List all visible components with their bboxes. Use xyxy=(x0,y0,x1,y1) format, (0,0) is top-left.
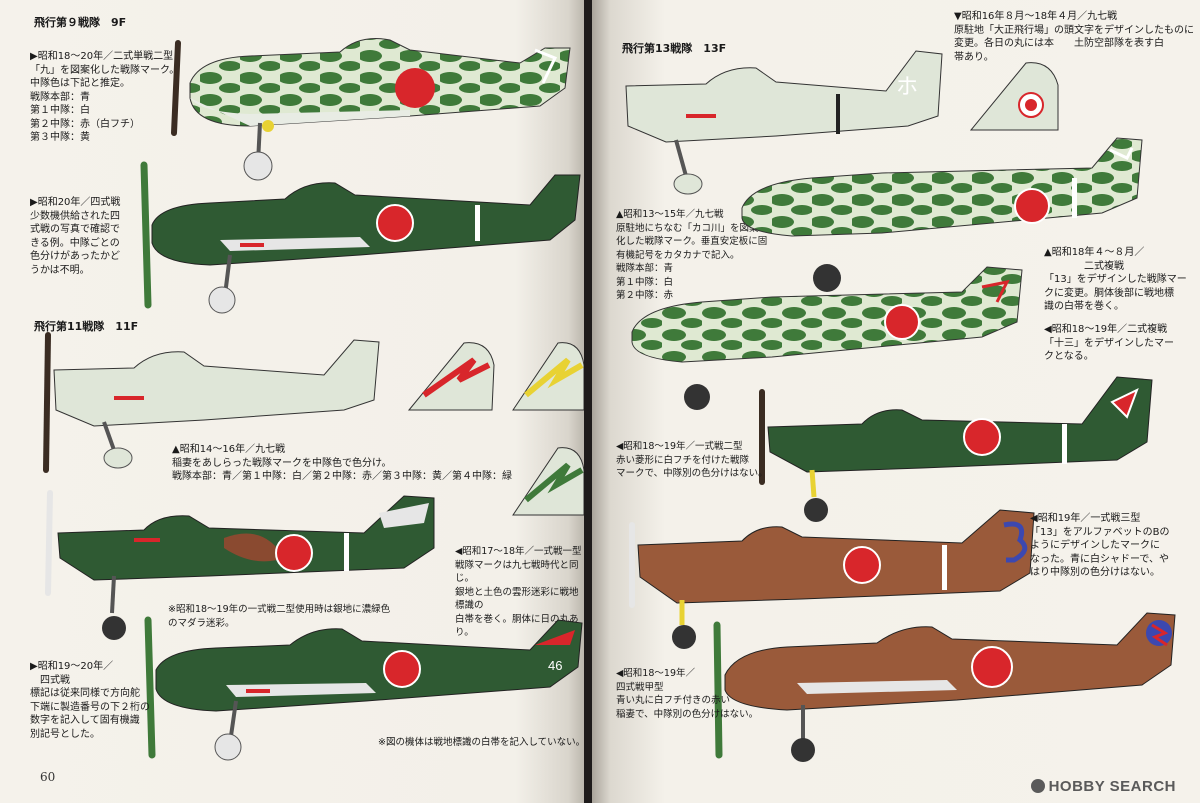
caption-11f-ki43-note: ※昭和18〜19年の一式戦二型使用時は銀地に濃緑色 のマダラ迷彩。 xyxy=(168,604,391,629)
tail-illustration-yellow-bolt xyxy=(512,342,585,411)
aircraft-illustration-ki84-13f xyxy=(713,612,1176,762)
aircraft-illustration-ki44-mottle xyxy=(171,38,571,181)
fin-kana-ho: ホ xyxy=(896,75,918,100)
caption-11f-ki84-note: ※図の機体は戦地標識の白帯を記入していない。 xyxy=(378,737,586,748)
caption-11f-ki27: ▲昭和14〜16年／九七戦 稲妻をあしらった戦隊マークを中隊色で色分け。 戦隊本… xyxy=(172,444,512,482)
caption-13f-ki43-2: ◀昭和18〜19年／一式戦二型 赤い菱形に白フチを付けた戦隊 マークで、中隊別の… xyxy=(616,441,768,479)
caption-11f-ki43-1: ◀昭和17〜18年／一式戦一型 戦隊マークは九七戦時代と同じ。 銀地と土色の雲形… xyxy=(455,546,582,638)
tail-illustration-red-bolt xyxy=(407,342,495,411)
caption-9f-ki84: ▶昭和20年／四式戦 少数機供給された四 式戦の写真で確認で きる例。中隊ごとの… xyxy=(30,197,121,276)
page-number: 60 xyxy=(40,770,56,784)
tail-illustration-green-bolt xyxy=(512,447,585,516)
section-heading-11f: 飛行第11戦隊 11F xyxy=(34,320,139,333)
caption-13f-ki27-later: ▼昭和16年８月〜18年４月／九七戦 原駐地「大正飛行場」の頭文字をデザインした… xyxy=(954,11,1194,63)
caption-9f-ki44: ▶昭和18〜20年／二式単戦二型 「九」を図案化した戦隊マーク。 中隊色は下記と… xyxy=(30,51,180,143)
fin-code-46: 46 xyxy=(548,658,562,673)
left-page: 飛行第９戦隊 9F ▶昭和18〜20年／二式単戦二型 「九」を図案化した戦隊マー… xyxy=(0,0,586,803)
watermark-text: HOBBY SEARCH xyxy=(1048,778,1176,795)
watermark-logo-icon xyxy=(1030,779,1045,793)
book-gutter xyxy=(584,0,594,803)
aircraft-illustration-ki43-13f-brown xyxy=(629,509,1035,649)
section-heading-13f: 飛行第13戦隊 13F xyxy=(622,42,727,55)
aircraft-illustration-ki27-13f: ホ xyxy=(625,50,943,195)
aircraft-illustration-ki45-mottle-a xyxy=(741,137,1143,292)
caption-13f-ki45-1: ▲昭和18年４〜８月／ 二式複戦 「13」をデザインした戦隊マー クに変更。胴体… xyxy=(1044,247,1187,312)
caption-13f-ki27-early: ▲昭和13〜15年／九七戦 原駐地にちなむ「カコ川」を図案 化した戦隊マーク。垂… xyxy=(616,209,768,301)
caption-13f-ki43-3: ◀昭和19年／一式戦三型 「13」をアルファベットのBの ようにデザインしたマー… xyxy=(1030,513,1170,578)
aircraft-illustration-ki43-13f-green xyxy=(759,376,1153,522)
caption-13f-ki84: ◀昭和18〜19年／ 四式戦甲型 青い丸に白フチ付きの赤い 稲妻で、中隊別の色分… xyxy=(616,668,759,720)
aircraft-illustration-ki43-11f xyxy=(45,490,435,640)
watermark: HOBBY SEARCH xyxy=(1030,778,1176,795)
tail-illustration-13f-emblem xyxy=(969,62,1059,131)
aircraft-illustration-ki45-mottle-b xyxy=(631,266,1023,410)
caption-11f-ki84: ▶昭和19〜20年／ 四式戦 標記は従来同様で方向舵 下端に製造番号の下２桁の … xyxy=(30,661,150,740)
right-page: 飛行第13戦隊 13F ▼昭和16年８月〜18年４月／九七戦 原駐地「大正飛行場… xyxy=(592,0,1200,803)
section-heading-9f: 飛行第９戦隊 9F xyxy=(34,16,127,29)
caption-13f-ki45-2: ◀昭和18〜19年／二式複戦 「十三」をデザインしたマー クとなる。 xyxy=(1044,324,1174,362)
aircraft-illustration-ki84-9f xyxy=(140,161,581,314)
aircraft-illustration-ki27-11f xyxy=(43,332,380,473)
aircraft-illustration-ki84-11f: 46 xyxy=(144,616,583,761)
